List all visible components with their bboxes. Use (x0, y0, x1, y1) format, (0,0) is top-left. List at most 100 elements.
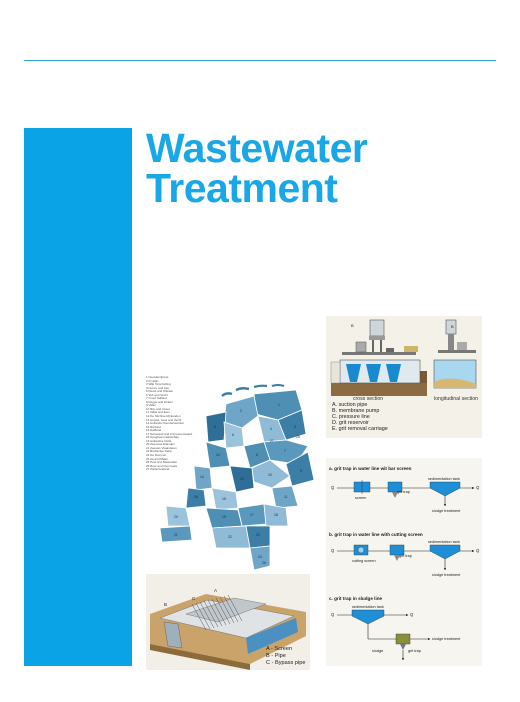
map-region-number: 21 (174, 533, 178, 537)
diagram-a-screen-label: screen (355, 496, 366, 500)
map-region-number: 18 (274, 513, 278, 517)
bar-screen-legend-item: B - Pipe (266, 653, 286, 659)
grit-chamber-figure: B B cross section longitudinal section A… (326, 316, 482, 438)
map-legend-item: 14 Hollands Noorderkwartier (146, 421, 185, 426)
svg-text:B: B (351, 323, 354, 328)
longitudinal-section-label: longitudinal section (434, 396, 478, 402)
map-region-number: 10 (268, 473, 272, 477)
map-legend-item: 2 Fryslân (146, 378, 159, 383)
map-legend-item: 1 Noorderzijlvest (146, 375, 169, 379)
map-legend-item: 15 Rijnland (146, 424, 162, 429)
map-legend-item: 4 Hunze and Aas (146, 385, 169, 390)
grit-chamber-illustration: B B cross section longitudinal section A… (330, 319, 478, 432)
map-region-number: 23 (256, 533, 260, 537)
map-region-number: 9 (300, 469, 302, 473)
map-region-number: 13 (240, 477, 244, 481)
diagram-c-title: c. grit trap in sludge line (329, 596, 383, 601)
map-region-number: 16 (194, 495, 198, 499)
grit-chamber-legend-item: B. membrane pump (332, 408, 379, 414)
bar-screen-legend-item: A - Screen (266, 646, 292, 652)
diagram-a-sludge-label: sludge treatment (432, 509, 461, 513)
map-region-number: 6 (232, 433, 234, 437)
svg-text:B: B (451, 324, 454, 329)
map-region-number: 24 (258, 555, 262, 559)
map-legend-item: 10 Rijn and IJssel (146, 406, 170, 411)
diagram-b-grit-trap-label: grit trap (399, 554, 412, 558)
bar-screen-legend-item: C - Bypass pipe (266, 660, 305, 666)
diagram-c-grit-trap-label: grit trap (408, 649, 421, 653)
map-legend-item: 20 Zeeuwse Eilanden (146, 442, 175, 447)
map-legend-item: 27 Zuiderzeeland (146, 467, 170, 472)
grit-chamber-legend-item: E. grit removal carriage (332, 426, 388, 432)
title-line-1: Wastewater (146, 125, 368, 171)
diagram-a-title: a. grit trap in water line wit bar scree… (329, 466, 412, 471)
map-region-number: 3 (294, 425, 296, 429)
bar-screen-illustration: B C A A - Screen B - Pipe C - Bypass pip… (150, 588, 306, 670)
diagram-b-q-in: Q (331, 548, 335, 553)
water-board-map: 1 Noorderzijlvest 2 Fryslân 3 Wijk Tersc… (146, 375, 316, 572)
grit-chamber-legend-item: D. grit reservoir (332, 420, 369, 426)
map-legend-item: 21 Zeeuws Vlaanderen (146, 445, 177, 450)
netherlands-map: 1 2 3 4 5 6 7 8 9 10 11 12 13 14 15 16 1… (159, 384, 315, 571)
map-legend-item: 22 Brabantse Delta (146, 449, 172, 454)
map-region-number: 20 (174, 515, 178, 519)
map-region-number: 2 (240, 409, 242, 413)
map-legend-item: 25 Peel and Maasvallei (146, 460, 178, 465)
map-region-number: 15 (222, 497, 226, 501)
map-legend-item: 17 Schieland and Krimpenerwaard (146, 431, 193, 436)
marker-c: C (192, 596, 196, 601)
grit-chamber-legend: A. suction pipe B. membrane pump C. pres… (332, 402, 388, 432)
diagram-b-sludge-label: sludge treatment (432, 573, 461, 577)
diagram-a-sed-tank-label: sedimentation tank (428, 477, 460, 481)
map-region-number: 11 (284, 495, 288, 499)
map-region-number: 1 (278, 403, 280, 407)
map-legend-item: 7 Groot Salland (146, 396, 167, 401)
map-legend-item: 19 Hollandse Delta (146, 438, 172, 443)
map-legend-item: 6 Velt and Vecht (146, 392, 168, 397)
title-line-2: Treatment (146, 165, 338, 211)
diagram-c-sludge-treatment-label: sludge treatment (432, 637, 461, 641)
diagram-c-sed-tank-label: sedimentation tank (352, 605, 384, 609)
diagram-b-q-out: Q (476, 548, 480, 553)
map-region-number: 7 (284, 449, 286, 453)
map-region-number: 17 (250, 513, 254, 517)
diagram-b-sed-tank-label: sedimentation tank (428, 540, 460, 544)
map-region-number: 12 (216, 453, 220, 457)
map-legend-item: 18 Hoogheemraadschap (146, 435, 179, 440)
diagram-a-q-out: Q (476, 485, 480, 490)
map-region-numbers: 1 2 3 4 5 6 7 8 9 10 11 12 13 14 15 16 1… (174, 403, 302, 565)
marker-b: B (164, 602, 167, 607)
map-legend-item: 26 Roer and Overmaas (146, 463, 178, 468)
map-legend-item: 23 De Dommel (146, 453, 167, 458)
map-legend-item: 8 Regge and Dinkel (146, 399, 173, 404)
map-legend-item: 24 Aa and Maas (146, 456, 168, 461)
page-title: Wastewater Treatment (146, 125, 368, 211)
map-region-number: 19 (222, 515, 226, 519)
marker-a: A (214, 588, 217, 593)
diagram-a-grit-trap-label: grit trap (397, 490, 410, 494)
diagram-b-title: b. grit trap in water line with cutting … (329, 532, 423, 537)
map-region-number: 4 (270, 427, 272, 431)
map-legend-item: 12 De Stichtse Rijnlanden (146, 414, 181, 419)
bar-screen-figure: B C A A - Screen B - Pipe C - Bypass pip… (146, 574, 310, 670)
map-legend-item: 3 Wijk Terschelling (146, 382, 171, 387)
grit-trap-schematics: a. grit trap in water line wit bar scree… (326, 458, 482, 666)
cross-section-label: cross section (353, 396, 383, 402)
map-region-number: 22 (228, 535, 232, 539)
map-region-number: 14 (200, 475, 204, 479)
grit-trap-diagrams: a. grit trap in water line wit bar scree… (329, 466, 480, 661)
map-legend-item: 11 Vallei and Eem (146, 410, 170, 415)
grit-chamber-legend-item: A. suction pipe (332, 402, 367, 408)
map-region-number: 25 (296, 435, 300, 439)
grit-chamber-legend-item: C. pressure line (332, 414, 370, 420)
map-region-number: 27 (270, 439, 274, 443)
diagram-c-q-in: Q (331, 612, 335, 617)
map-region-number: 26 (262, 561, 266, 565)
map-region-number: 8 (256, 453, 258, 457)
map-legend: 1 Noorderzijlvest 2 Fryslân 3 Wijk Tersc… (146, 375, 193, 472)
top-rule (24, 60, 496, 61)
diagram-b-screen-label: cutting screen (352, 559, 376, 563)
diagram-c-sludge-label: sludge (372, 649, 383, 653)
map-legend-item: 13 Amstel, Gooi and Vecht (146, 417, 182, 422)
side-color-bar (24, 128, 132, 666)
